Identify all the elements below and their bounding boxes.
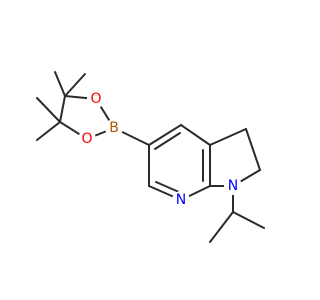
svg-text:N: N bbox=[176, 192, 186, 208]
bond-c5ar-c4ar bbox=[148, 124, 182, 146]
bond-c5-me-a bbox=[36, 97, 61, 123]
atom-oxygen-1: O bbox=[87, 90, 105, 108]
bond-c4-me-b bbox=[64, 73, 86, 97]
bond-c4ar-c3a bbox=[180, 124, 211, 146]
atom-nitrogen-pyridine: N bbox=[172, 191, 190, 209]
bond-double-c5ar-c4ar bbox=[154, 132, 181, 150]
bond-c3-c2 bbox=[245, 128, 261, 171]
bond-c4-me-a bbox=[54, 71, 66, 97]
svg-text:B: B bbox=[109, 120, 119, 136]
molecule-structure: B O O N N bbox=[36, 71, 265, 243]
bond-c5-me-b bbox=[36, 121, 61, 141]
atom-oxygen-2: O bbox=[78, 130, 96, 148]
atom-nitrogen-amine: N bbox=[224, 177, 242, 195]
bond-double-n7-c6 bbox=[155, 181, 180, 193]
bond-c4-c5 bbox=[59, 95, 66, 123]
svg-text:N: N bbox=[228, 178, 238, 194]
bond-ch-me-left bbox=[209, 211, 234, 243]
atom-boron: B bbox=[105, 119, 123, 137]
svg-text:O: O bbox=[81, 131, 92, 147]
svg-text:O: O bbox=[90, 91, 101, 107]
bond-c3a-c3 bbox=[209, 128, 247, 146]
bond-ch-me-right bbox=[232, 211, 265, 229]
